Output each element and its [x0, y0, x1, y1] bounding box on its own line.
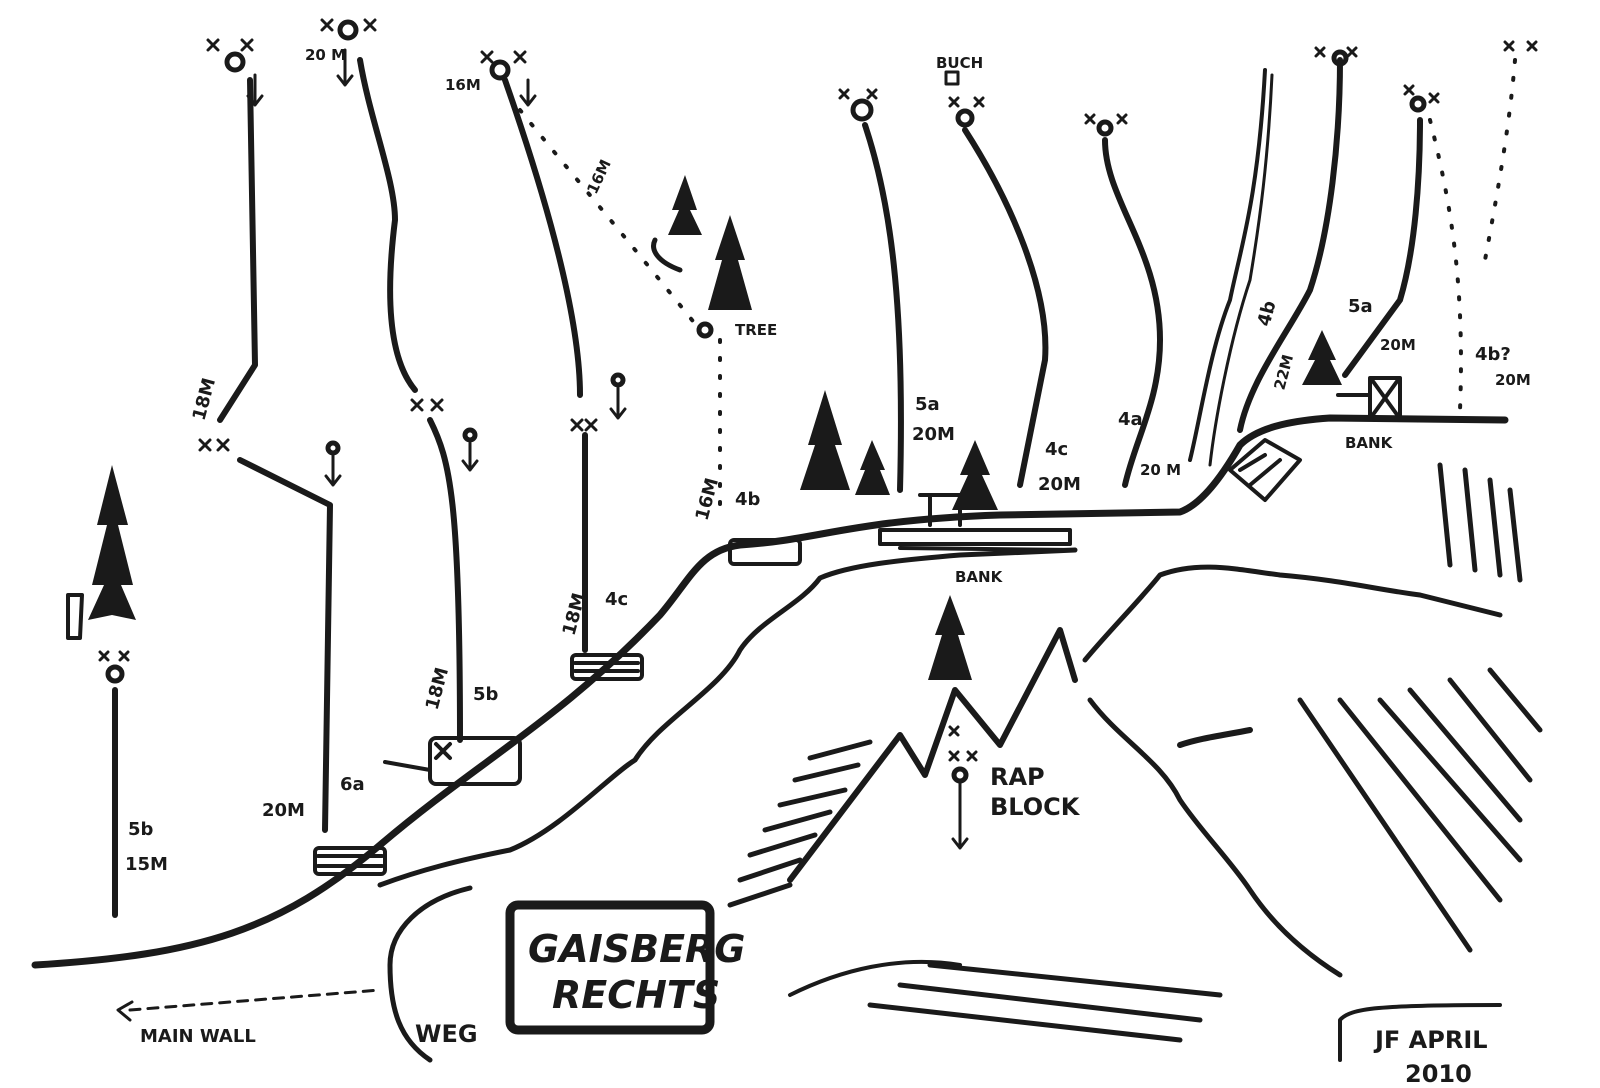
anchor-13 — [1331, 49, 1349, 67]
route-10-line — [862, 122, 904, 493]
weg-path — [387, 885, 473, 1063]
tree-icon — [952, 440, 998, 510]
tree-icons — [88, 175, 1342, 680]
signature: JF APRIL 2010 — [1373, 1026, 1488, 1088]
route-12-grade: 4a — [1118, 409, 1143, 430]
tree-icon — [668, 175, 702, 235]
bank-label-right: BANK — [1345, 434, 1394, 452]
tree-icon — [1302, 330, 1342, 385]
weg-label: WEG — [415, 1020, 478, 1048]
route-9-length: 16M — [583, 157, 614, 197]
route-7-length: 16M — [445, 76, 481, 94]
title-line-2: RECHTS — [552, 973, 720, 1017]
route-15-length: 20M — [1495, 371, 1531, 389]
ridge-arc-bottom — [788, 959, 962, 997]
crack-line-2 — [1208, 73, 1274, 467]
crack-line — [1188, 68, 1267, 462]
anchor-14 — [1409, 95, 1427, 113]
ridge-line-right — [1082, 564, 1503, 663]
title-line-1: GAISBERG — [528, 927, 745, 971]
tree-icon — [708, 215, 752, 310]
route-7-line — [502, 77, 583, 398]
route-3-line — [217, 77, 258, 423]
tree-hook-symbol — [651, 237, 683, 273]
route-15-grade: 4b? — [1475, 344, 1511, 365]
route-8-length: 16M — [692, 476, 723, 523]
route-lines — [112, 57, 1423, 918]
anchor-7 — [489, 59, 511, 81]
title-box: GAISBERG RECHTS — [505, 900, 745, 1035]
tree-icon — [88, 465, 136, 620]
title-frame — [505, 900, 715, 1035]
ridge-line-lower-right — [1087, 697, 1343, 978]
route-5-length: 18M — [422, 665, 453, 712]
approach-path-upper — [31, 414, 1509, 969]
route-5-line — [427, 417, 463, 743]
route-12-length: 20 M — [1140, 461, 1181, 479]
route-11-length: 20M — [1038, 474, 1081, 495]
anchor-1 — [105, 664, 125, 684]
route-14-line — [1342, 117, 1423, 378]
lower-off-arrows — [116, 48, 969, 1022]
rock-hatching — [727, 462, 1543, 1043]
route-6-grade: 4c — [605, 589, 628, 610]
signature-line-1: JF APRIL — [1373, 1026, 1488, 1054]
route-1-grade: 5b — [128, 819, 154, 840]
anchors — [105, 19, 1427, 784]
route-2-grade: 6a — [340, 774, 365, 795]
anchor-3 — [224, 51, 246, 73]
route-11-line — [962, 127, 1049, 488]
tree-icon — [855, 440, 890, 495]
rap-label: RAP — [990, 763, 1045, 791]
route-10-grade: 5a — [915, 394, 940, 415]
ridge-arc-bottom2 — [1338, 1003, 1502, 1062]
tree-icon — [800, 390, 850, 490]
route-14-length: 20M — [1380, 336, 1416, 354]
route-13-length: 22M — [1270, 353, 1297, 392]
tree-icon — [928, 595, 972, 680]
bolt-markers — [98, 18, 1538, 762]
anchor-11 — [955, 108, 975, 128]
route-8-grade: 4b — [735, 489, 761, 510]
anchor-10 — [850, 98, 874, 122]
route-10-length: 20M — [912, 424, 955, 445]
route-4-line — [357, 57, 418, 393]
rap-block-label: BLOCK — [990, 793, 1081, 821]
buch-box — [944, 70, 960, 86]
anchor-rap — [951, 766, 969, 784]
buch-label: BUCH — [936, 54, 983, 72]
route-11-grade: 4c — [1045, 439, 1068, 460]
signature-line-2: 2010 — [1405, 1060, 1472, 1088]
bank-label-center: BANK — [955, 568, 1004, 586]
route-1-length: 15M — [125, 854, 168, 875]
anchor-tree — [696, 321, 714, 339]
route-dotted — [518, 58, 1517, 522]
approach-path-lower — [377, 547, 1078, 888]
landmark-labels: TREE BUCH BANK BANK RAP BLOCK WEG MAIN W… — [140, 54, 1394, 1048]
main-wall-label: MAIN WALL — [140, 1026, 256, 1047]
route-13-line — [1237, 57, 1343, 433]
route-13-grade: 4b — [1254, 298, 1281, 328]
ridge-dash — [1177, 727, 1253, 748]
route-labels: 5b 15M 6a 20M 18M 20 M 5b 18M 4c 18M 16M… — [125, 46, 1531, 875]
route-3-length: 18M — [189, 376, 220, 423]
route-2-length: 20M — [262, 800, 305, 821]
route-4-length: 20 M — [305, 46, 346, 64]
route-2-line — [237, 457, 333, 833]
route-5-grade: 5b — [473, 684, 499, 705]
anchor-12 — [1096, 119, 1114, 137]
tree-label: TREE — [735, 321, 777, 339]
rap-block-outline — [787, 627, 1078, 883]
route-14-grade: 5a — [1348, 296, 1373, 317]
route-12-line — [1102, 137, 1163, 488]
anchor-4 — [337, 19, 359, 41]
